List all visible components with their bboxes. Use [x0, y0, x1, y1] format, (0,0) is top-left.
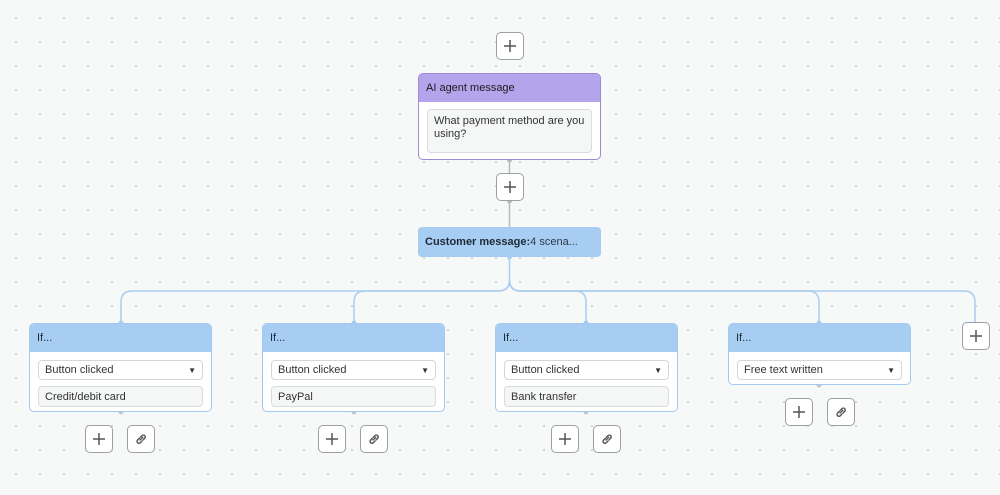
- link-step-button-3[interactable]: [593, 425, 621, 453]
- add-scenario-button[interactable]: [962, 322, 990, 350]
- scenario-node-4[interactable]: If... Free text written ▼: [728, 323, 911, 385]
- add-step-button-2[interactable]: [318, 425, 346, 453]
- scenario-node-3[interactable]: If... Button clicked ▼ Bank transfer: [495, 323, 678, 412]
- scenario-header: If...: [263, 324, 444, 352]
- button-value-field[interactable]: PayPal: [271, 386, 436, 407]
- caret-down-icon: ▼: [654, 365, 662, 375]
- add-step-button-1[interactable]: [85, 425, 113, 453]
- plus-icon: [559, 433, 571, 445]
- caret-down-icon: ▼: [421, 365, 429, 375]
- condition-dropdown[interactable]: Button clicked ▼: [271, 360, 436, 380]
- scenario-node-2[interactable]: If... Button clicked ▼ PayPal: [262, 323, 445, 412]
- link-icon: [602, 434, 612, 444]
- condition-dropdown[interactable]: Button clicked ▼: [504, 360, 669, 380]
- link-icon: [836, 407, 846, 417]
- add-step-button-3[interactable]: [551, 425, 579, 453]
- button-value-field[interactable]: Bank transfer: [504, 386, 669, 407]
- add-step-above-button[interactable]: [496, 32, 524, 60]
- link-icon: [136, 434, 146, 444]
- link-step-button-2[interactable]: [360, 425, 388, 453]
- caret-down-icon: ▼: [188, 365, 196, 375]
- condition-value: Button clicked: [511, 364, 580, 376]
- condition-value: Button clicked: [278, 364, 347, 376]
- add-step-between-button[interactable]: [496, 173, 524, 201]
- plus-icon: [504, 181, 516, 193]
- condition-value: Button clicked: [45, 364, 114, 376]
- ai-agent-message-node[interactable]: AI agent message What payment method are…: [418, 73, 601, 160]
- caret-down-icon: ▼: [887, 365, 895, 375]
- plus-icon: [93, 433, 105, 445]
- customer-message-node[interactable]: Customer message: 4 scena...: [418, 227, 601, 257]
- scenario-header: If...: [496, 324, 677, 352]
- plus-icon: [326, 433, 338, 445]
- link-step-button-1[interactable]: [127, 425, 155, 453]
- condition-value: Free text written: [744, 364, 823, 376]
- condition-dropdown[interactable]: Free text written ▼: [737, 360, 902, 380]
- button-value-field[interactable]: Credit/debit card: [38, 386, 203, 407]
- link-step-button-4[interactable]: [827, 398, 855, 426]
- condition-dropdown[interactable]: Button clicked ▼: [38, 360, 203, 380]
- ai-agent-message-text[interactable]: What payment method are you using?: [427, 109, 592, 153]
- scenario-count: 4 scena...: [530, 236, 578, 248]
- add-step-button-4[interactable]: [785, 398, 813, 426]
- customer-message-label: Customer message:: [425, 236, 531, 248]
- plus-icon: [793, 406, 805, 418]
- link-icon: [369, 434, 379, 444]
- scenario-header: If...: [729, 324, 910, 352]
- plus-icon: [504, 40, 516, 52]
- scenario-header: If...: [30, 324, 211, 352]
- scenario-node-1[interactable]: If... Button clicked ▼ Credit/debit card: [29, 323, 212, 412]
- ai-agent-message-header: AI agent message: [419, 74, 600, 102]
- plus-icon: [970, 330, 982, 342]
